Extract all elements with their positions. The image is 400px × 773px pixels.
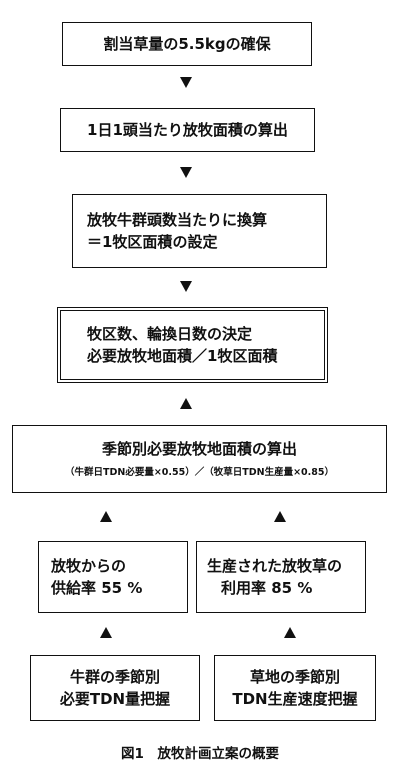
- seasonal-area-box: 季節別必要放牧地面積の算出 （牛群日TDN必要量×0.55）／（牧草日TDN生産…: [12, 425, 387, 493]
- arrow-up-right-1-icon: [274, 511, 286, 522]
- arrow-up-left-2-icon: [100, 627, 112, 638]
- utilization-rate-line-1: 生産された放牧草の: [207, 557, 343, 575]
- supply-rate-line-1: 放牧からの: [51, 557, 127, 575]
- decision-line-1: 牧区数、輪換日数の決定: [87, 325, 253, 343]
- land-tdn-line-2: TDN生産速度把握: [232, 690, 358, 708]
- decision-line-2: 必要放牧地面積／1牧区面積: [87, 347, 278, 365]
- seasonal-area-formula: （牛群日TDN必要量×0.55）／（牧草日TDN生産量×0.85）: [65, 467, 334, 478]
- land-tdn-box: 草地の季節別 TDN生産速度把握: [214, 655, 376, 721]
- utilization-rate-line-2: 利用率 85 %: [221, 579, 313, 597]
- decision-box: 牧区数、輪換日数の決定 必要放牧地面積／1牧区面積: [57, 307, 328, 383]
- arrow-down-1-icon: [180, 77, 192, 88]
- arrow-up-left-1-icon: [100, 511, 112, 522]
- arrow-down-3-icon: [180, 281, 192, 292]
- herd-tdn-box: 牛群の季節別 必要TDN量把握: [30, 655, 200, 721]
- arrow-up-right-2-icon: [284, 627, 296, 638]
- herd-tdn-line-2: 必要TDN量把握: [59, 690, 171, 708]
- target-intake-box: 割当草量の5.5kgの確保: [62, 22, 312, 66]
- supply-rate-box: 放牧からの 供給率 55 %: [38, 541, 188, 613]
- land-tdn-line-1: 草地の季節別: [249, 668, 340, 686]
- seasonal-area-title: 季節別必要放牧地面積の算出: [101, 440, 297, 458]
- paddock-area-line-2: ＝1牧区面積の設定: [87, 233, 218, 251]
- herd-tdn-line-1: 牛群の季節別: [69, 668, 160, 686]
- daily-area-box: 1日1頭当たり放牧面積の算出: [60, 108, 315, 152]
- arrow-up-1-icon: [180, 398, 192, 409]
- figure-caption: 図1 放牧計画立案の概要: [121, 746, 279, 762]
- paddock-area-line-1: 放牧牛群頭数当たりに換算: [87, 211, 268, 229]
- paddock-area-box: 放牧牛群頭数当たりに換算 ＝1牧区面積の設定: [72, 194, 327, 268]
- daily-area-text: 1日1頭当たり放牧面積の算出: [87, 121, 288, 139]
- supply-rate-line-2: 供給率 55 %: [51, 579, 143, 597]
- utilization-rate-box: 生産された放牧草の 利用率 85 %: [196, 541, 366, 613]
- arrow-down-2-icon: [180, 167, 192, 178]
- target-intake-text: 割当草量の5.5kgの確保: [103, 35, 271, 53]
